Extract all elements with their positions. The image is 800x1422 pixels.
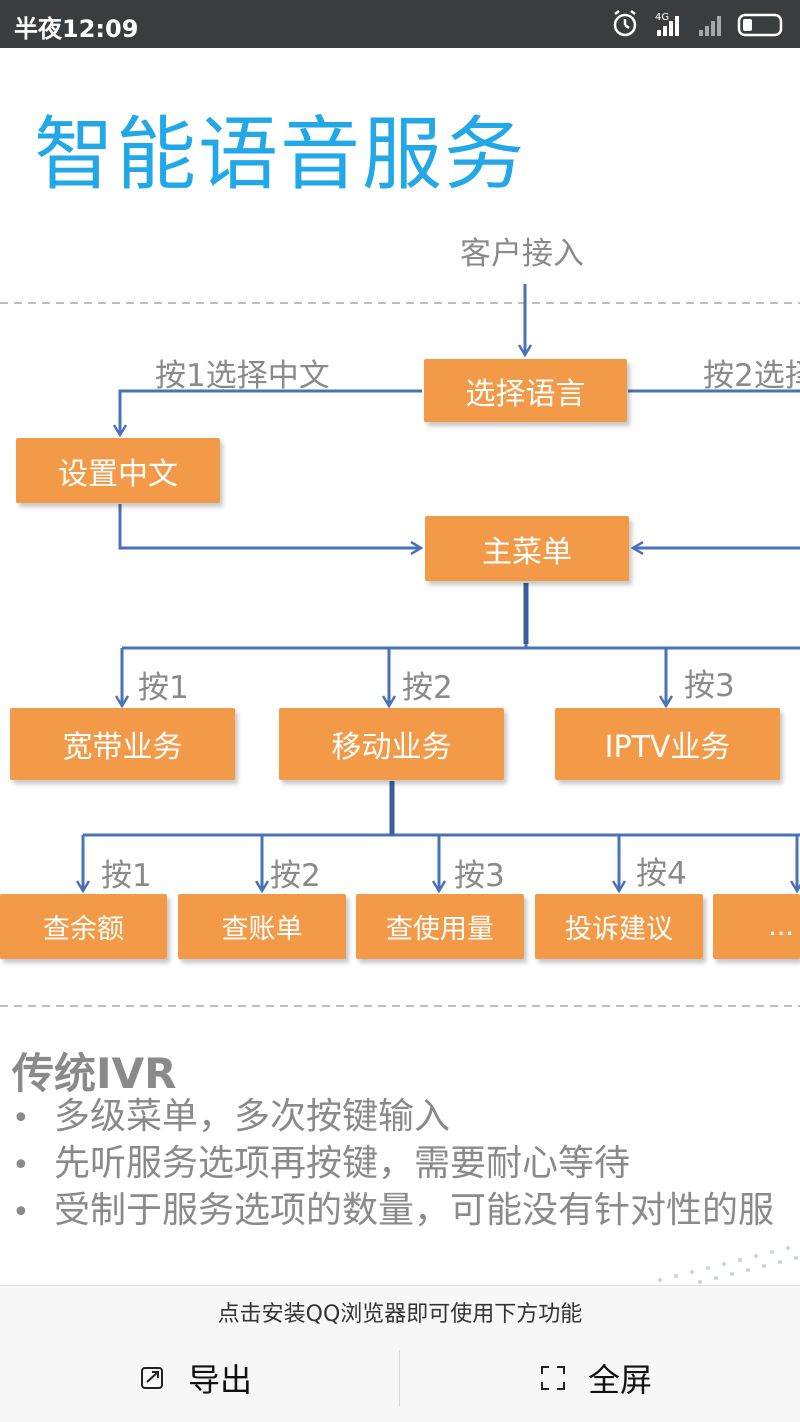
export-button[interactable]: 导出 [138,1348,252,1408]
label-press3: 按3 [684,668,735,704]
bar-divider [399,1350,400,1406]
label-press2: 按2 [402,670,453,706]
network-type: 4G [655,12,669,23]
export-icon [141,1367,163,1389]
bullet-item: • 受制于服务选项的数量，可能没有针对性的服 [12,1187,774,1234]
label-press2-other: 按2选择 [703,358,800,394]
status-bar: 半夜12:09 4G [0,0,800,48]
fullscreen-button[interactable]: 全屏 [538,1348,652,1408]
fullscreen-label: 全屏 [588,1361,653,1399]
box-iptv: IPTV业务 [555,708,780,780]
label-press1: 按1 [101,858,152,894]
bullet-dot: • [12,1101,30,1136]
bullet-list: • 多级菜单，多次按键输入 • 先听服务选项再按键，需要耐心等待 • 受制于服务选项的… [12,1093,774,1234]
label-press3: 按3 [454,858,505,894]
install-hint[interactable]: 点击安装QQ浏览器即可使用下方功能 [217,1302,583,1327]
signal-icon [657,16,679,36]
signal-icon [699,16,721,36]
decorative-dots [658,1246,798,1284]
bullet-dot: • [12,1148,30,1183]
status-icons: 4G [613,10,783,37]
export-label: 导出 [188,1361,253,1399]
box-check-balance: 查余额 [0,894,167,959]
arrow-chinese [120,389,422,434]
ivr-flow-diagram [0,284,800,1284]
section-title: 传统IVR [12,1049,177,1098]
box-set-chinese: 设置中文 [16,438,220,503]
alarm-icon [613,10,637,37]
label-press2: 按2 [270,858,321,894]
label-press1: 按1 [138,670,189,706]
battery-icon [737,13,783,37]
box-more: ... [713,894,800,959]
slide: 智能语音服务 [0,48,800,1285]
label-press4: 按4 [636,856,687,892]
status-time: 半夜12:09 [14,15,139,43]
label-press1-chinese: 按1选择中文 [155,358,330,394]
box-check-bill: 查账单 [178,894,346,959]
arrow-to-main-menu [118,504,420,548]
bullet-text: 受制于服务选项的数量，可能没有针对性的服 [54,1190,775,1231]
box-select-language: 选择语言 [424,359,627,422]
box-mobile: 移动业务 [279,708,504,780]
bullet-item: • 多级菜单，多次按键输入 [12,1093,774,1140]
fullscreen-icon [541,1366,565,1390]
box-complaint: 投诉建议 [535,894,703,959]
slide-title: 智能语音服务 [34,108,526,201]
bullet-text: 先听服务选项再按键，需要耐心等待 [54,1143,631,1184]
bottom-bar: 点击安装QQ浏览器即可使用下方功能 导出 全屏 [0,1285,800,1422]
box-check-usage: 查使用量 [356,894,524,959]
bullet-text: 多级菜单，多次按键输入 [54,1096,451,1137]
label-entry: 客户接入 [460,236,584,272]
bullet-item: • 先听服务选项再按键，需要耐心等待 [12,1140,774,1187]
bullet-dot: • [12,1195,30,1230]
box-main-menu: 主菜单 [425,516,629,581]
box-broadband: 宽带业务 [10,708,235,780]
